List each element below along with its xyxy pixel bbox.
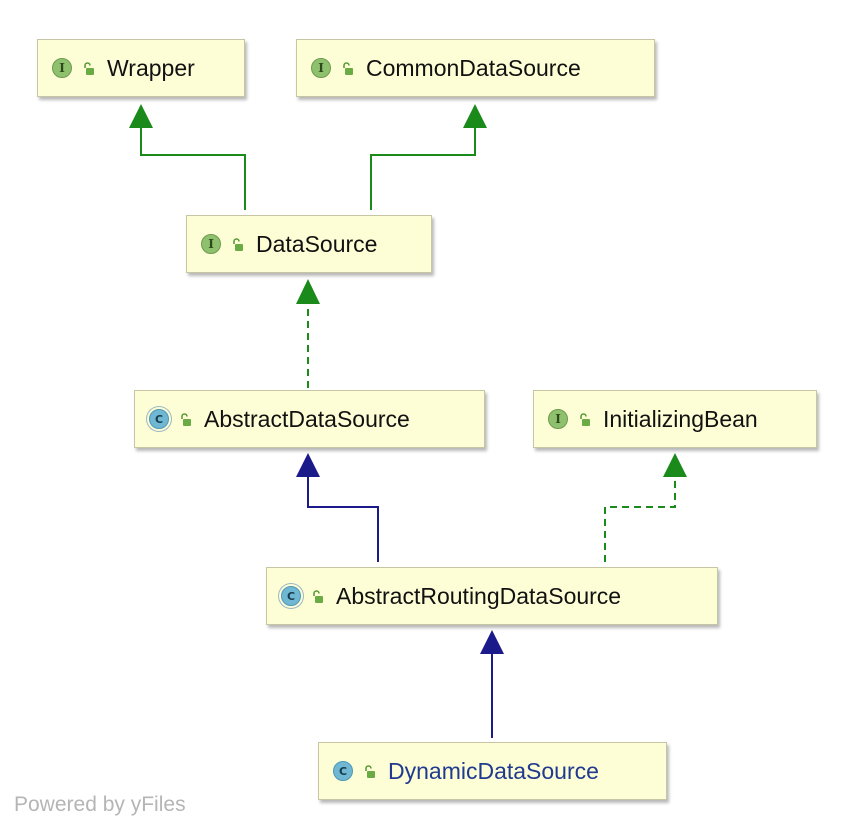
node-abstract-data-source[interactable]: C AbstractDataSource <box>134 390 485 448</box>
node-label: DynamicDataSource <box>388 757 599 784</box>
open-lock-icon <box>580 412 590 426</box>
open-lock-icon <box>233 237 243 251</box>
node-initializing-bean[interactable]: I InitializingBean <box>533 390 817 448</box>
open-lock-icon <box>343 61 353 75</box>
interface-icon: I <box>311 58 331 78</box>
node-abstract-routing-data-source[interactable]: C AbstractRoutingDataSource <box>266 567 718 625</box>
open-lock-icon <box>313 589 323 603</box>
edge-datasource-commondatasource <box>370 104 487 210</box>
interface-icon: I <box>548 409 568 429</box>
edge-abstractdatasource-datasource <box>296 279 320 388</box>
node-label: Wrapper <box>107 54 195 81</box>
node-label: DataSource <box>256 230 378 257</box>
edge-abstractrouting-initializingbean <box>604 453 687 562</box>
class-icon: C <box>333 761 353 781</box>
node-label: CommonDataSource <box>366 54 581 81</box>
open-lock-icon <box>84 61 94 75</box>
interface-icon: I <box>201 234 221 254</box>
node-wrapper[interactable]: I Wrapper <box>37 39 245 97</box>
edge-dynamic-abstractrouting <box>480 630 504 738</box>
node-dynamic-data-source[interactable]: C DynamicDataSource <box>318 742 667 800</box>
abstract-class-icon: C <box>281 586 301 606</box>
open-lock-icon <box>365 764 375 778</box>
node-label: InitializingBean <box>603 405 758 432</box>
node-label: AbstractDataSource <box>204 405 410 432</box>
node-common-data-source[interactable]: I CommonDataSource <box>296 39 655 97</box>
powered-by-footer: Powered by yFiles <box>14 793 186 816</box>
node-label: AbstractRoutingDataSource <box>336 582 622 609</box>
abstract-class-icon: C <box>149 409 169 429</box>
node-data-source[interactable]: I DataSource <box>186 215 432 273</box>
edge-datasource-wrapper <box>129 104 246 210</box>
edge-abstractrouting-abstractdatasource <box>296 453 379 562</box>
open-lock-icon <box>181 412 191 426</box>
interface-icon: I <box>52 58 72 78</box>
